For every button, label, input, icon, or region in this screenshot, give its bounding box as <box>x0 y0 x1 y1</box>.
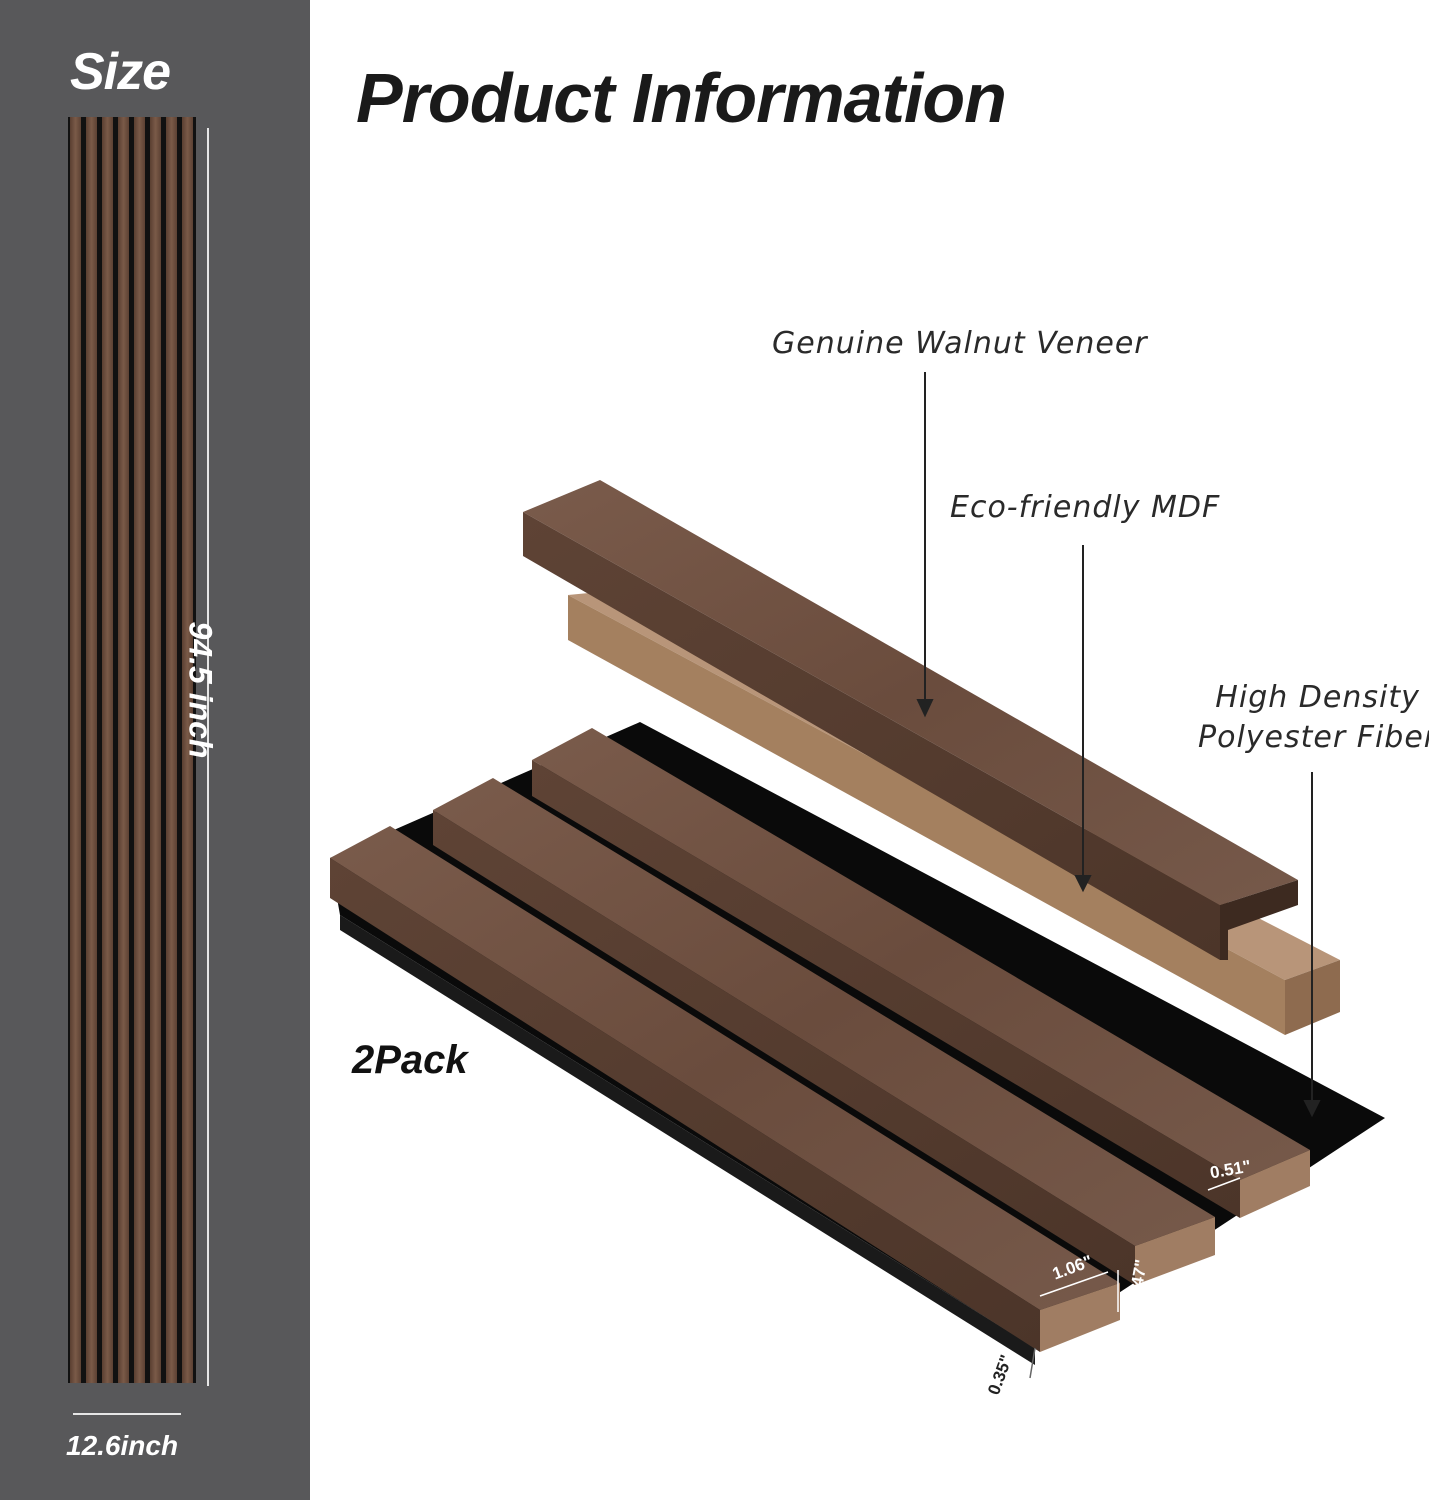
width-label: 12.6inch <box>66 1430 179 1461</box>
height-dimension-line <box>207 128 209 1386</box>
acoustic-panel-front-view <box>68 117 196 1383</box>
dimension-guides <box>1039 1177 1241 1312</box>
slat-front <box>330 826 1120 1352</box>
walnut-veneer <box>523 480 1298 960</box>
slat-middle <box>433 778 1215 1285</box>
panel-slats <box>70 117 193 1383</box>
callout-lines <box>916 372 1321 1118</box>
callout-fiber: High Density Polyester Fiber <box>1198 678 1429 758</box>
slat-back <box>532 728 1310 1218</box>
width-dimension-line <box>73 1413 181 1415</box>
pack-label: 2Pack <box>352 1038 468 1082</box>
callout-veneer: Genuine Walnut Veneer <box>772 326 1148 361</box>
callout-mdf: Eco-friendly MDF <box>950 490 1221 525</box>
page-title: Product Information <box>356 59 1007 137</box>
callout-fiber-line2: Polyester Fiber <box>1198 720 1429 755</box>
callout-fiber-line1: High Density <box>1215 680 1420 715</box>
felt-dimension-guide <box>1029 1347 1036 1379</box>
size-title: Size <box>70 43 171 101</box>
size-sidebar: Size 94.5 inch 12.6inch <box>0 0 310 1500</box>
